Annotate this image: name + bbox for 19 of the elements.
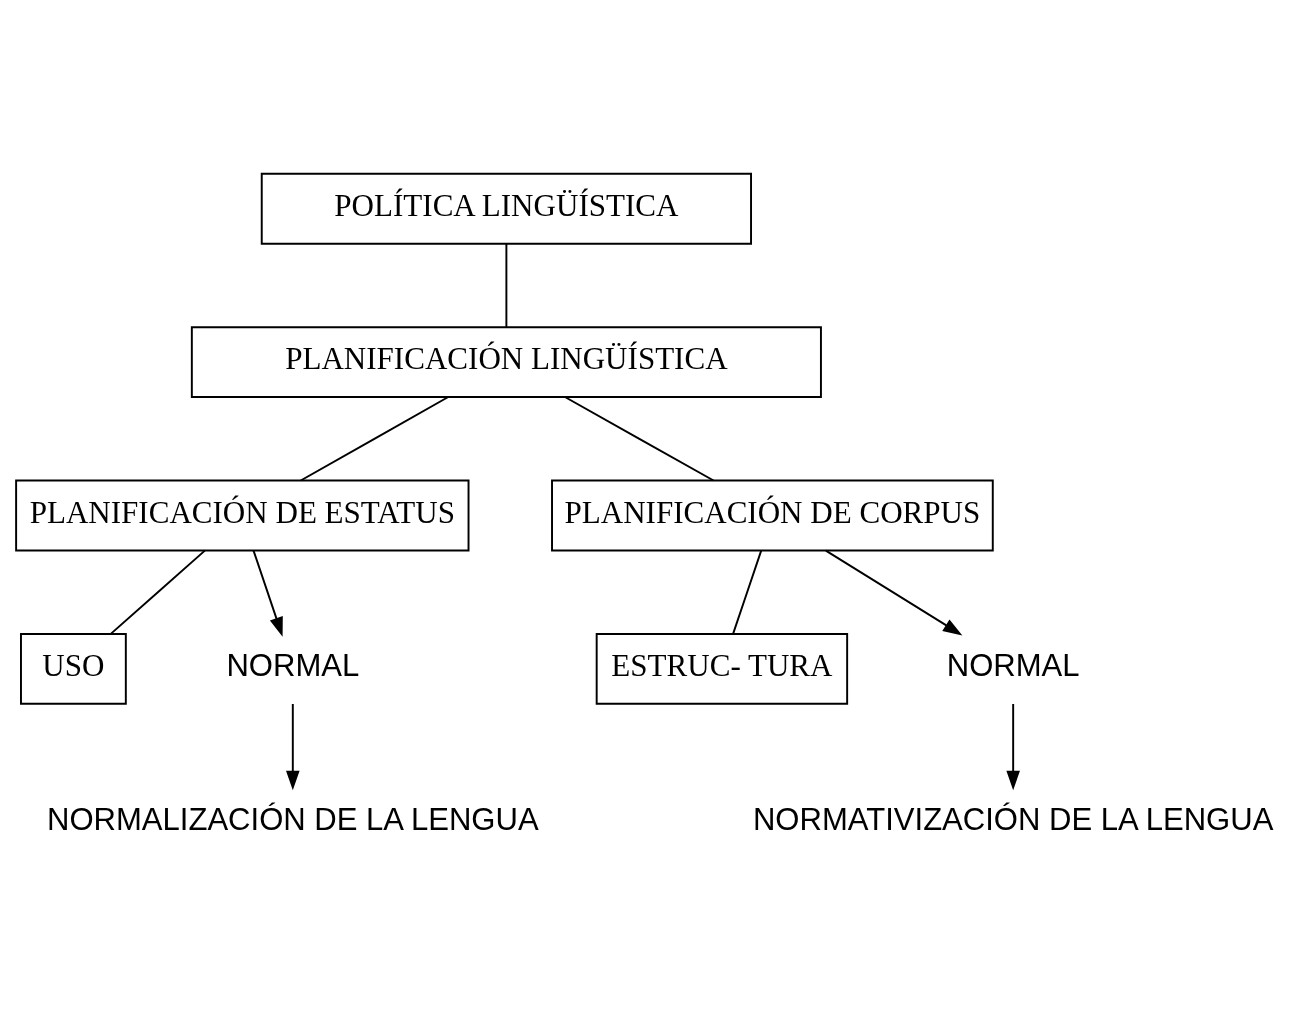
node-box: ESTRUC- TURA <box>595 632 849 705</box>
node-text: NORMAL <box>946 647 1080 683</box>
node-box: POLÍTICA LINGÜÍSTICA <box>260 172 752 245</box>
connector <box>505 242 508 328</box>
node-box: PLANIFICACIÓN LINGÜÍSTICA <box>190 325 822 398</box>
arrow <box>1006 702 1020 790</box>
node-text: NORMATIVIZACIÓN DE LA LENGUA <box>752 801 1274 837</box>
arrow <box>824 549 963 635</box>
arrow <box>286 702 300 790</box>
node-box: PLANIFICACIÓN DE CORPUS <box>551 479 994 551</box>
connector <box>299 395 449 481</box>
node-box: USO <box>20 632 127 705</box>
connector <box>564 395 715 481</box>
node-box: PLANIFICACIÓN DE ESTATUS <box>15 479 470 551</box>
arrow <box>252 549 283 637</box>
node-text: NORMALIZACIÓN DE LA LENGUA <box>46 801 539 837</box>
connector <box>732 549 763 635</box>
connector <box>109 549 206 635</box>
node-text: NORMAL <box>226 647 360 683</box>
